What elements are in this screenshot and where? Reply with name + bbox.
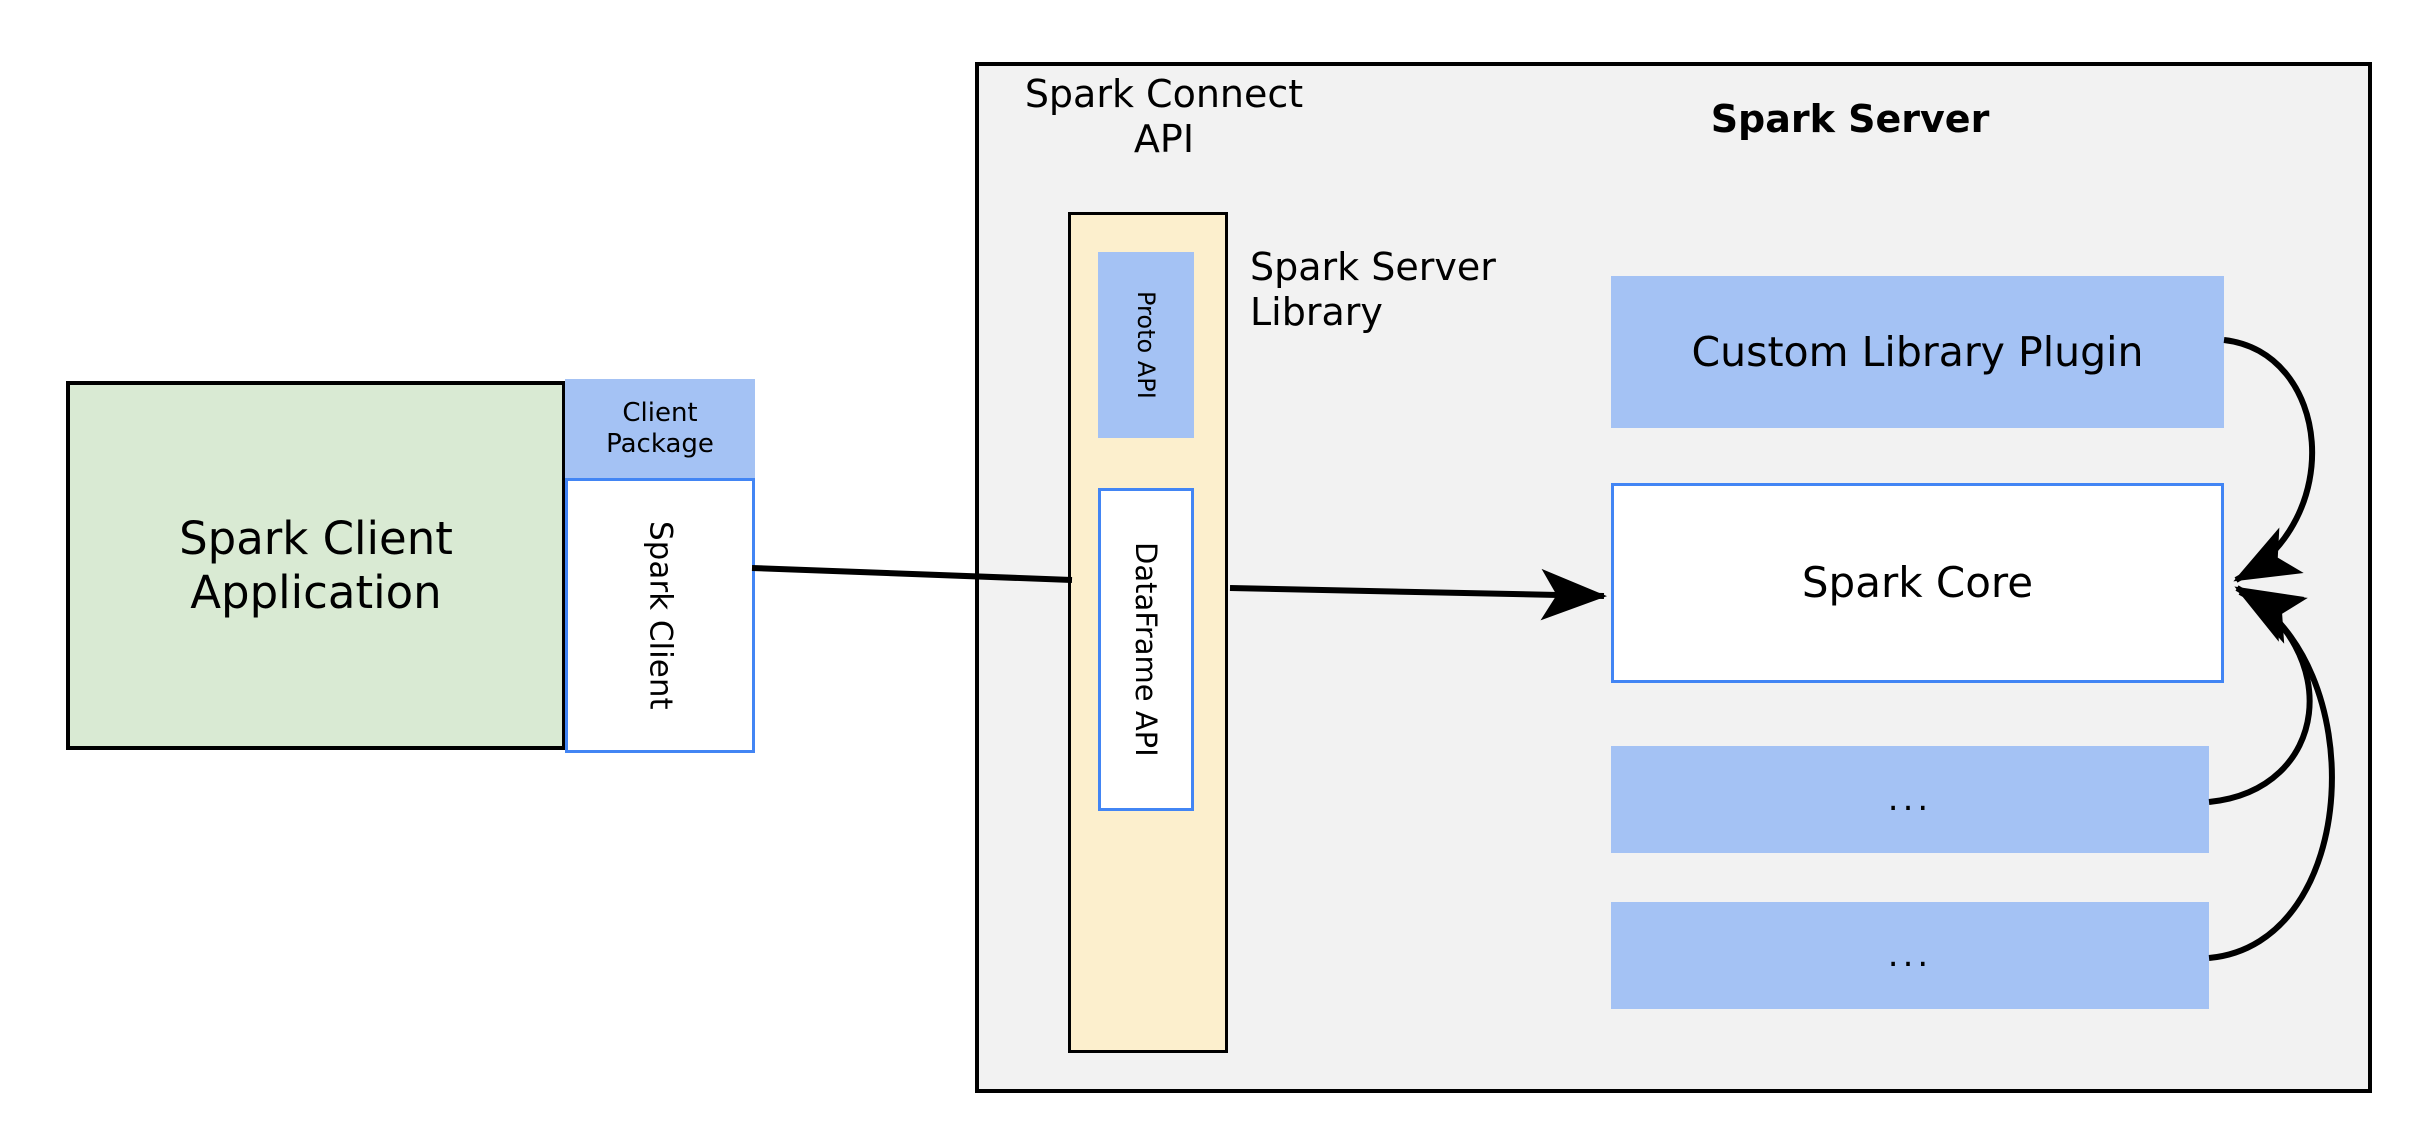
ellipsis-box-2-label: ...: [1887, 935, 1933, 976]
spark-core-label: Spark Core: [1801, 558, 2034, 608]
spark-client-box[interactable]: Spark Client: [565, 478, 755, 753]
custom-library-plugin-box[interactable]: Custom Library Plugin: [1611, 276, 2224, 428]
dataframe-api-box[interactable]: DataFrame API: [1098, 488, 1194, 811]
spark-client-label: Spark Client: [642, 521, 679, 710]
proto-api-box[interactable]: Proto API: [1098, 252, 1194, 438]
ellipsis-box-1[interactable]: ...: [1611, 746, 2209, 853]
spark-connect-api-line2: API: [1133, 116, 1195, 161]
spark-core-box[interactable]: Spark Core: [1611, 483, 2224, 683]
spark-server-library-line1: Spark Server: [1250, 245, 1496, 289]
ellipsis-box-2[interactable]: ...: [1611, 902, 2209, 1009]
spark-server-library-line2: Library: [1250, 289, 1383, 334]
ellipsis-box-1-label: ...: [1887, 779, 1933, 820]
proto-api-label: Proto API: [1132, 291, 1161, 399]
dataframe-api-label: DataFrame API: [1129, 542, 1164, 757]
spark-connect-api-label: Spark Connect API: [1019, 72, 1309, 164]
client-package-line1: Client: [622, 398, 698, 429]
spark-client-application-box[interactable]: Spark Client Application: [66, 381, 566, 750]
spark-server-title: Spark Server: [1710, 96, 1990, 141]
client-package-label: Client Package: [606, 398, 714, 459]
client-package-line2: Package: [606, 429, 714, 459]
spark-server-library-label: Spark Server Library: [1250, 245, 1550, 335]
custom-library-plugin-label: Custom Library Plugin: [1691, 327, 2144, 376]
spark-connect-api-line1: Spark Connect: [1024, 72, 1304, 116]
spark-client-application-label: Spark Client Application: [179, 512, 453, 618]
spark-client-application-line1: Spark Client: [179, 512, 453, 566]
client-package-box[interactable]: Client Package: [565, 379, 755, 479]
spark-client-application-line2: Application: [190, 565, 442, 619]
